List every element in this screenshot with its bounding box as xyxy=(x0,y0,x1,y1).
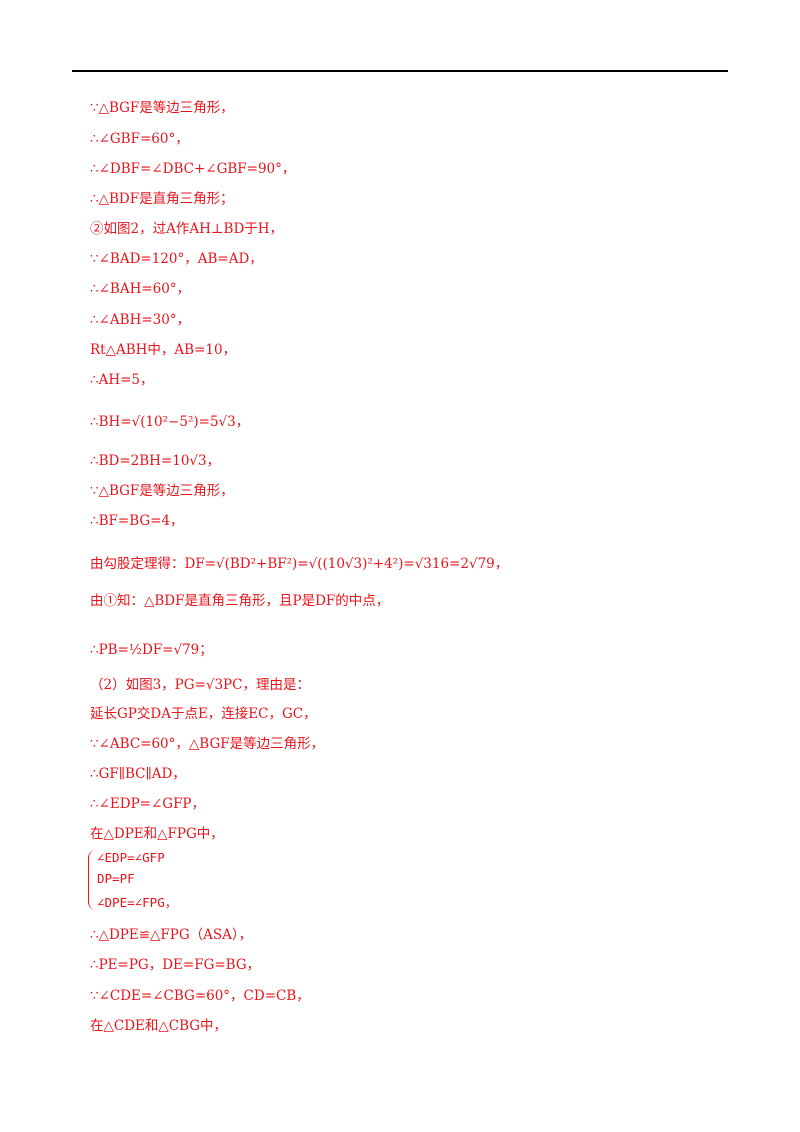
text-line: ∵△BGF是等边三角形， xyxy=(90,483,234,499)
text-line: ∵∠ABC=60°，△BGF是等边三角形， xyxy=(90,736,325,752)
text-line: ∴∠ABH=30°， xyxy=(90,312,191,328)
text-line: ∴BD=2BH=10√3， xyxy=(90,453,221,469)
text-line: ∵∠CDE=∠CBG=60°，CD=CB， xyxy=(90,988,310,1004)
text-line: ∵∠BAD=120°，AB=AD， xyxy=(90,251,263,267)
text-line: ∴AH=5， xyxy=(90,372,154,388)
text-line: ∴PE=PG，DE=FG=BG， xyxy=(90,957,261,973)
system-row: ∠EDP=∠GFP xyxy=(97,850,165,865)
text-line: ∴BH=√(10²−5²)=5√3， xyxy=(90,414,250,430)
system-row: ∠DPE=∠FPG， xyxy=(97,895,178,910)
text-line: Rt△ABH中，AB=10， xyxy=(90,342,237,358)
text-line: ∴∠GBF=60°， xyxy=(90,131,189,147)
text-line: 由①知：△BDF是直角三角形，且P是DF的中点， xyxy=(90,593,390,609)
text-line: （2）如图3，PG=√3PC，理由是： xyxy=(90,677,310,693)
text-line: ②如图2，过A作AH⊥BD于H， xyxy=(90,221,284,237)
text-line: ∴∠DBF=∠DBC+∠GBF=90°， xyxy=(90,161,296,177)
text-line: ∴PB=½DF=√79； xyxy=(90,642,213,658)
text-line: ∴∠BAH=60°， xyxy=(90,281,191,297)
header-rule xyxy=(72,70,728,72)
text-line: ∴BF=BG=4， xyxy=(90,513,184,529)
text-line: ∴△DPE≌△FPG（ASA）， xyxy=(90,927,253,943)
brace-icon xyxy=(88,850,97,910)
text-line: 在△CDE和△CBG中， xyxy=(90,1018,228,1034)
text-line: 在△DPE和△FPG中， xyxy=(90,826,224,842)
text-line: ∴△BDF是直角三角形； xyxy=(90,191,234,207)
text-line: ∴GF∥BC∥AD， xyxy=(90,766,186,782)
text-line: ∴∠EDP=∠GFP， xyxy=(90,796,206,812)
text-line: ∵△BGF是等边三角形， xyxy=(90,100,234,116)
text-line: 由勾股定理得：DF=√(BD²+BF²)=√((10√3)²+4²)=√316=… xyxy=(90,556,509,572)
system-row: DP=PF xyxy=(97,871,135,886)
text-line: 延长GP交DA于点E，连接EC，GC， xyxy=(90,706,317,722)
equation-system: ∠EDP=∠GFP DP=PF ∠DPE=∠FPG， xyxy=(88,850,248,910)
